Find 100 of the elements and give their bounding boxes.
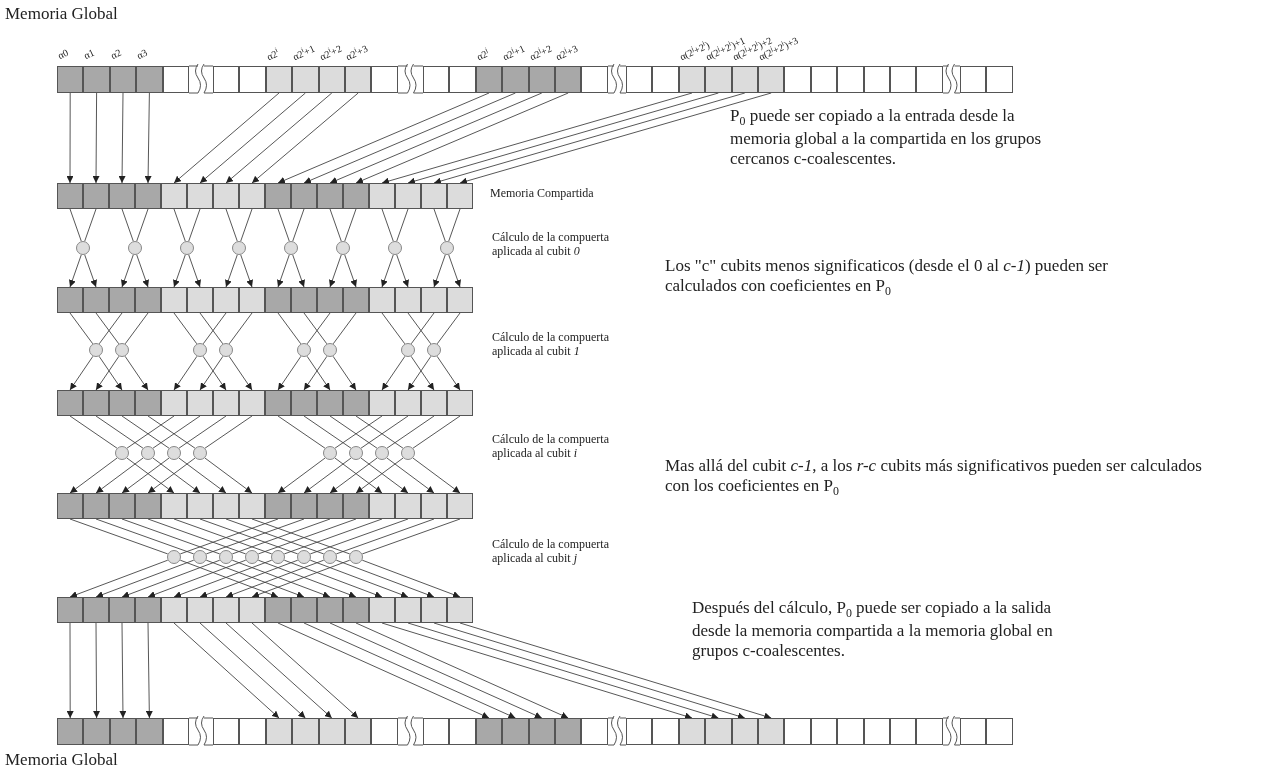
gate-circle xyxy=(180,241,194,255)
shared-memory-cell xyxy=(265,597,291,623)
shared-memory-cell xyxy=(291,390,317,416)
memory-cell xyxy=(758,718,785,745)
connector-line xyxy=(95,518,195,555)
gate-circle xyxy=(193,446,207,460)
connector-line xyxy=(277,208,290,242)
shared-memory-cell xyxy=(161,493,187,519)
shared-memory-cell xyxy=(83,287,109,313)
shared-memory-cell xyxy=(369,597,395,623)
memory-cell xyxy=(162,718,189,745)
element-label: α3 xyxy=(135,46,150,62)
gate-circle xyxy=(167,446,181,460)
connector-line xyxy=(69,518,169,555)
shared-memory-cell xyxy=(57,287,83,313)
gate-circle xyxy=(388,241,402,255)
gate-circle xyxy=(297,343,311,357)
memory-cell xyxy=(916,66,943,93)
connector-line xyxy=(332,312,357,345)
memory-cell xyxy=(292,66,319,93)
memory-cell xyxy=(758,66,785,93)
memory-cell xyxy=(213,66,240,93)
gate-circle xyxy=(219,343,233,357)
shared-memory-cell xyxy=(57,493,83,519)
gate-circle xyxy=(401,446,415,460)
shared-memory-cell xyxy=(343,493,369,519)
step-label: Cálculo de la compuerta aplicada al cubit i xyxy=(492,432,610,461)
shared-memory-cell xyxy=(369,390,395,416)
connector-line xyxy=(136,208,149,242)
memory-cell xyxy=(555,66,582,93)
connector-line xyxy=(178,415,227,449)
shared-memory-cell xyxy=(343,287,369,313)
memory-cell xyxy=(810,718,838,745)
shared-memory-cell xyxy=(291,183,317,209)
memory-cell xyxy=(423,718,450,745)
shared-memory-cell xyxy=(395,390,421,416)
shared-memory-cell xyxy=(421,287,447,313)
memory-cell xyxy=(502,66,529,93)
shared-memory-cell xyxy=(135,597,161,623)
memory-cell xyxy=(449,718,476,745)
shared-memory-cell xyxy=(265,183,291,209)
memory-cell xyxy=(555,718,582,745)
step-label: Cálculo de la compuerta aplicada al cubit 0 xyxy=(492,230,610,259)
shared-memory-cell xyxy=(83,493,109,519)
shared-memory-cell xyxy=(213,390,239,416)
memory-cell xyxy=(705,66,732,93)
memory-cell xyxy=(475,66,503,93)
shared-memory-cell xyxy=(265,493,291,519)
memory-cell xyxy=(581,718,608,745)
shared-memory-cell xyxy=(83,597,109,623)
shared-memory-cell xyxy=(421,493,447,519)
memory-cell xyxy=(837,718,864,745)
memory-cell xyxy=(837,66,864,93)
shared-memory-cell xyxy=(265,287,291,313)
memory-cell xyxy=(136,66,163,93)
gate-circle xyxy=(427,343,441,357)
element-label: α2$^{j}$+1 xyxy=(500,41,527,64)
shared-memory-cell xyxy=(239,183,265,209)
shared-memory-cell xyxy=(109,597,135,623)
shared-memory-cell xyxy=(317,287,343,313)
gate-circle xyxy=(219,550,233,564)
connector-line xyxy=(303,415,352,449)
shared-memory-cell xyxy=(213,183,239,209)
memory-cell xyxy=(678,66,706,93)
shared-memory-cell xyxy=(161,390,187,416)
connector-line xyxy=(344,208,357,242)
memory-cell xyxy=(784,718,811,745)
memory-cell xyxy=(626,66,653,93)
connector-line xyxy=(173,208,186,242)
connector-line xyxy=(292,208,305,242)
memory-cell xyxy=(960,66,987,93)
shared-memory-cell xyxy=(343,390,369,416)
connector-line xyxy=(69,312,94,345)
memory-cell xyxy=(863,718,890,745)
connector-line xyxy=(228,312,253,345)
memory-cell xyxy=(705,718,732,745)
connector-line xyxy=(412,415,461,449)
memory-cell xyxy=(986,66,1013,93)
note-text: P$_{0}$ puede ser copiado a la entrada desde la memoria global a la compartida en los grupos cercanos c-coalescentes. xyxy=(730,106,1043,170)
connector-line xyxy=(204,415,253,449)
row-label: Memoria Compartida xyxy=(490,186,594,201)
connector-line xyxy=(240,208,253,242)
memory-cell xyxy=(528,718,555,745)
shared-memory-cell xyxy=(395,287,421,313)
memory-cell xyxy=(652,66,679,93)
step-label: Cálculo de la compuerta aplicada al cubit 1 xyxy=(492,330,610,359)
connector-line xyxy=(225,208,238,242)
shared-memory-cell xyxy=(109,493,135,519)
memory-cell xyxy=(731,66,758,93)
gate-circle xyxy=(193,550,207,564)
gate-circle xyxy=(115,446,129,460)
connector-line xyxy=(95,415,144,449)
gate-circle xyxy=(115,343,129,357)
connector-line xyxy=(448,208,461,242)
memory-cell xyxy=(528,66,555,93)
connector-line xyxy=(433,208,446,242)
shared-memory-cell xyxy=(265,390,291,416)
gate-circle xyxy=(401,343,415,357)
shared-memory-cell xyxy=(317,493,343,519)
gate-circle xyxy=(141,446,155,460)
